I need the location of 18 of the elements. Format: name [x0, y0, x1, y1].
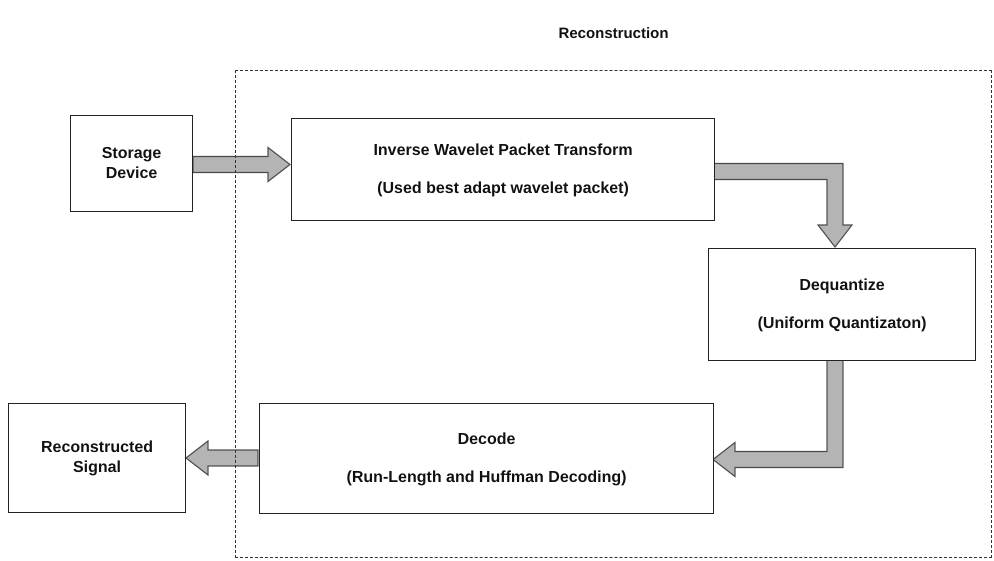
box-title: Storage Device: [100, 144, 162, 184]
block-arrow: [192, 146, 291, 183]
block-arrow: [185, 440, 259, 476]
process-box: [8, 403, 186, 513]
block-arrow: [712, 359, 844, 478]
process-box: [708, 248, 976, 361]
group-title: Reconstruction: [557, 25, 670, 42]
box-subtitle: (Uniform Quantizaton): [758, 314, 926, 334]
block-arrow: [713, 162, 854, 248]
box-title: Inverse Wavelet Packet Transform: [373, 140, 633, 160]
box-title: Reconstructed Signal: [40, 438, 154, 478]
box-subtitle: (Run-Length and Huffman Decoding): [346, 468, 626, 488]
box-title: Decode: [458, 430, 516, 450]
process-box: [259, 403, 714, 514]
process-box: [291, 118, 715, 221]
box-subtitle: (Used best adapt wavelet packet): [377, 178, 629, 198]
box-title: Dequantize: [799, 276, 885, 296]
process-box: [70, 115, 193, 212]
